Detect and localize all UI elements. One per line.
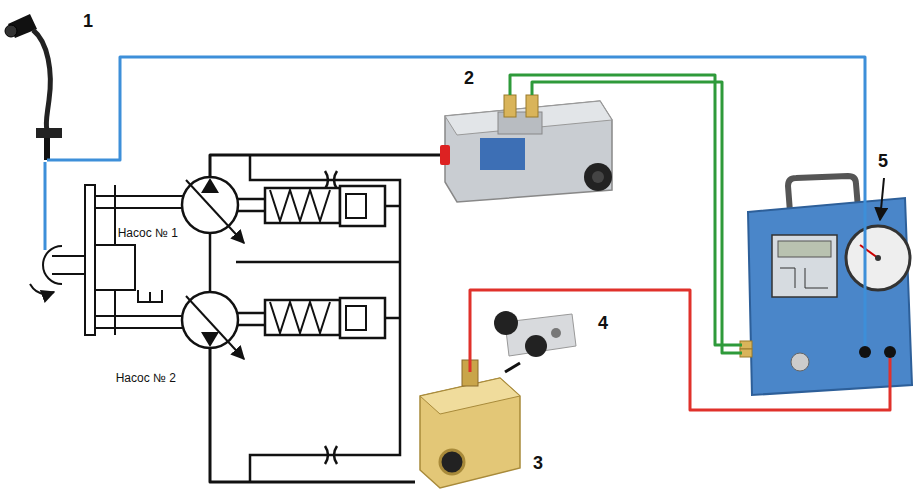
drive-shaft-part xyxy=(138,290,162,302)
tacho-sensor-part xyxy=(47,159,98,162)
hydraulic-schematic xyxy=(182,155,400,482)
callout-number: 3 xyxy=(533,454,543,474)
hydraulic-schematic-part xyxy=(238,199,265,211)
hydro-tester-part xyxy=(772,235,837,297)
connector-line xyxy=(98,57,865,160)
pressure-block xyxy=(420,360,520,488)
pump-label: Насос № 2 xyxy=(116,372,176,385)
drive-shaft-part xyxy=(95,245,135,290)
flow-meter-part xyxy=(504,95,516,117)
loading-valve-part xyxy=(525,335,547,357)
loading-valve-part xyxy=(551,328,561,338)
device-node: 1 xyxy=(3,12,98,172)
hydraulic-schematic-part xyxy=(340,298,385,338)
drive-shaft-part xyxy=(114,185,116,335)
hydraulic-schematic-part xyxy=(270,190,330,221)
hydraulic-schematic-part xyxy=(265,300,340,335)
drive-shaft-part xyxy=(52,256,85,274)
hydraulic-schematic-part xyxy=(201,178,219,193)
hydraulic-schematic-part xyxy=(201,332,219,347)
device-node: 3 xyxy=(415,372,523,490)
drive-shaft-part xyxy=(43,246,62,284)
hydro-tester-part xyxy=(778,241,831,257)
hydraulic-schematic-part xyxy=(325,446,337,464)
hydraulic-schematic-part xyxy=(346,194,366,218)
hydraulic-schematic-part xyxy=(265,188,340,223)
pump-label: Насос № 1 xyxy=(118,227,178,240)
connector-line xyxy=(532,82,742,353)
loading-valve-part xyxy=(494,311,518,335)
hydro-tester xyxy=(740,150,912,395)
connector-line xyxy=(210,155,440,177)
hydraulic-schematic-part xyxy=(186,296,244,359)
device-node: Насос № 2 xyxy=(182,292,238,348)
hydraulic-schematic-part xyxy=(340,186,385,226)
hydraulic-schematic-part xyxy=(250,155,400,482)
hydraulic-schematic-part xyxy=(270,302,330,333)
hydraulic-schematic-part xyxy=(238,313,265,325)
hydro-tester-part xyxy=(864,150,867,346)
connector-line xyxy=(510,75,742,345)
flow-meter-part xyxy=(526,95,538,117)
drive-shaft-part xyxy=(85,185,95,335)
callout-number: 1 xyxy=(83,12,93,32)
device-node: 2 xyxy=(440,95,622,203)
hydro-tester-part xyxy=(880,178,884,220)
callout-number: 2 xyxy=(464,69,474,89)
flow-meter-part xyxy=(440,145,450,165)
hydro-tester-part xyxy=(748,198,912,395)
callout-number: 4 xyxy=(598,314,608,334)
flow-meter-part xyxy=(480,138,525,170)
tacho-sensor-part xyxy=(33,30,50,130)
hydro-tester-part xyxy=(859,346,871,358)
hydraulic-schematic-part xyxy=(236,261,400,264)
flow-meter-part xyxy=(584,163,612,191)
pressure-block-part xyxy=(420,378,520,488)
flow-meter xyxy=(440,95,612,202)
drive-shaft-part xyxy=(30,284,54,294)
loading-valve xyxy=(494,311,576,357)
device-node: 4 xyxy=(490,308,578,363)
drive-shaft-part xyxy=(95,316,184,328)
hydraulic-schematic-part xyxy=(385,205,400,208)
hydraulic-schematic-part xyxy=(209,233,212,292)
hydro-tester-part xyxy=(860,245,878,258)
tacho-sensor-part xyxy=(36,128,62,138)
drive-shaft-part xyxy=(95,196,184,208)
tacho-sensor-part xyxy=(5,25,17,37)
connector-line xyxy=(470,290,890,410)
drive-shaft xyxy=(30,185,184,335)
device-node: 5 xyxy=(742,150,917,395)
hydro-tester-part xyxy=(780,268,828,288)
hydraulic-schematic-part xyxy=(346,306,366,330)
tacho-sensor-part xyxy=(44,138,50,160)
connector-line xyxy=(210,348,415,482)
hydro-tester-part xyxy=(875,255,881,261)
tacho-sensor-part xyxy=(44,162,47,250)
flow-meter-part xyxy=(592,171,604,183)
hydraulic-schematic-part xyxy=(325,171,337,189)
hydro-tester-part xyxy=(884,346,896,358)
hydro-tester-part xyxy=(889,358,892,395)
connector-line xyxy=(505,363,520,372)
hydro-tester-part xyxy=(846,226,910,290)
hydro-tester-part xyxy=(791,353,809,371)
callout-number: 5 xyxy=(878,152,888,172)
hydraulic-schematic-part xyxy=(385,317,400,320)
hydraulic-schematic-part xyxy=(186,180,244,243)
device-node: Насос № 1 xyxy=(182,177,238,233)
pressure-block-part xyxy=(440,450,464,474)
